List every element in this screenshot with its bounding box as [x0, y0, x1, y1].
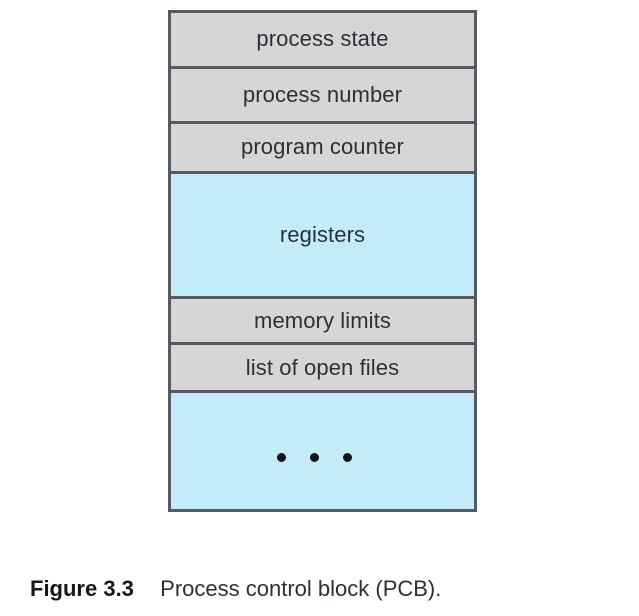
pcb-field-registers: registers — [171, 173, 474, 299]
dot-icon — [343, 452, 352, 462]
pcb-field-label: process state — [256, 26, 389, 52]
pcb-field-process-number: process number — [171, 68, 474, 125]
ellipsis-dots-icon — [277, 452, 352, 462]
pcb-field-process-state: process state — [171, 13, 474, 69]
figure-caption: Figure 3.3 Process control block (PCB). — [30, 576, 441, 602]
dot-icon — [277, 452, 286, 462]
pcb-field-label: list of open files — [245, 354, 400, 380]
pcb-field-label: registers — [279, 221, 366, 247]
figure-caption-label: Figure 3.3 — [30, 576, 134, 601]
dot-icon — [310, 452, 319, 462]
pcb-diagram: process state process number program cou… — [168, 10, 477, 512]
pcb-field-memory-limits: memory limits — [171, 298, 474, 346]
pcb-field-label: memory limits — [254, 307, 391, 333]
figure-caption-text: Process control block (PCB). — [160, 576, 442, 601]
pcb-field-more — [171, 392, 474, 510]
pcb-field-label: program counter — [241, 134, 404, 160]
pcb-field-label: process number — [242, 81, 403, 107]
pcb-field-list-of-open-files: list of open files — [171, 345, 474, 393]
pcb-field-program-counter: program counter — [171, 124, 474, 174]
